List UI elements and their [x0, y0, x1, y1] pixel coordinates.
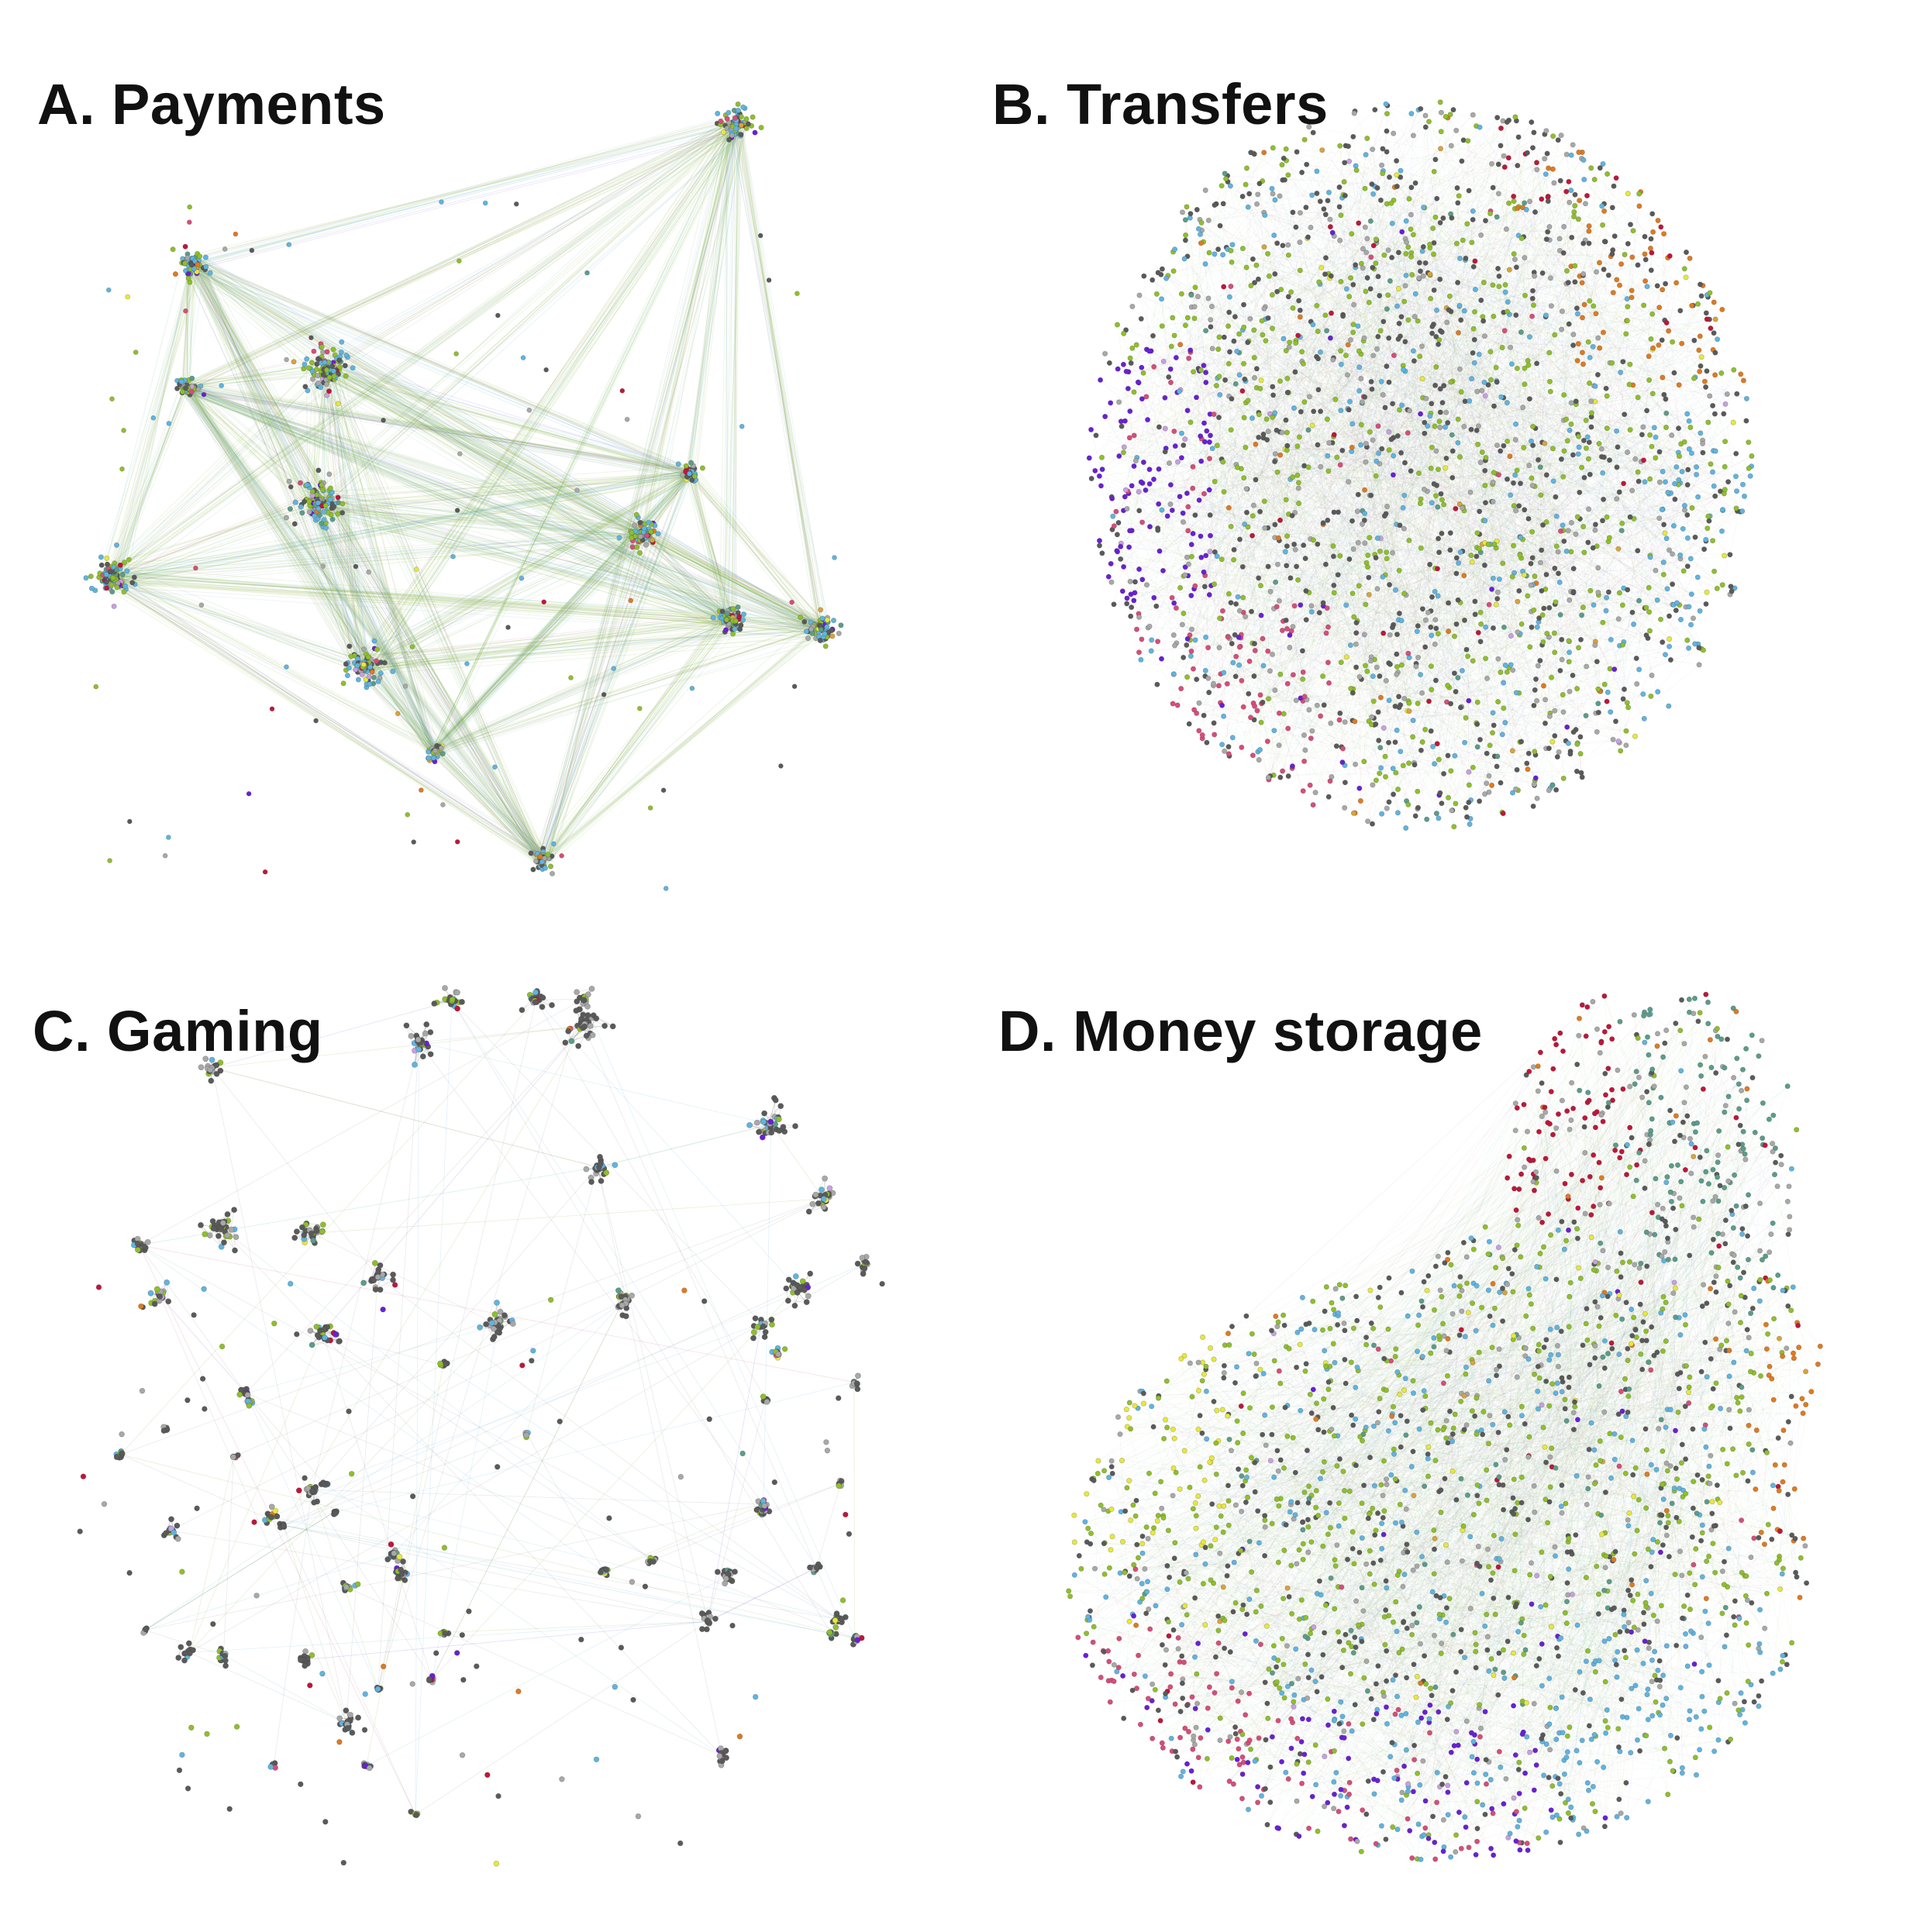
gaming-panel: C. Gaming: [0, 930, 956, 1932]
money-storage-panel: D. Money storage: [956, 930, 1913, 1932]
network-nodes: [1066, 991, 1823, 1862]
transfers-network: [1086, 99, 1755, 832]
payments-title: A. Payments: [37, 72, 386, 136]
network-nodes: [1086, 99, 1755, 832]
transfers-panel: B. Transfers: [956, 0, 1913, 930]
transfers-title: B. Transfers: [992, 72, 1329, 136]
gaming-network: [77, 985, 885, 1867]
network-edges: [95, 111, 835, 870]
network-edges: [1088, 102, 1753, 828]
payments-network: [83, 102, 844, 891]
payments-panel: A. Payments: [0, 0, 956, 930]
money-storage-title: D. Money storage: [998, 999, 1483, 1063]
network-nodes: [77, 985, 885, 1867]
gaming-title: C. Gaming: [33, 999, 323, 1063]
network-edges: [116, 987, 868, 1816]
network-nodes: [83, 102, 844, 891]
money-storage-network: [1066, 991, 1823, 1862]
